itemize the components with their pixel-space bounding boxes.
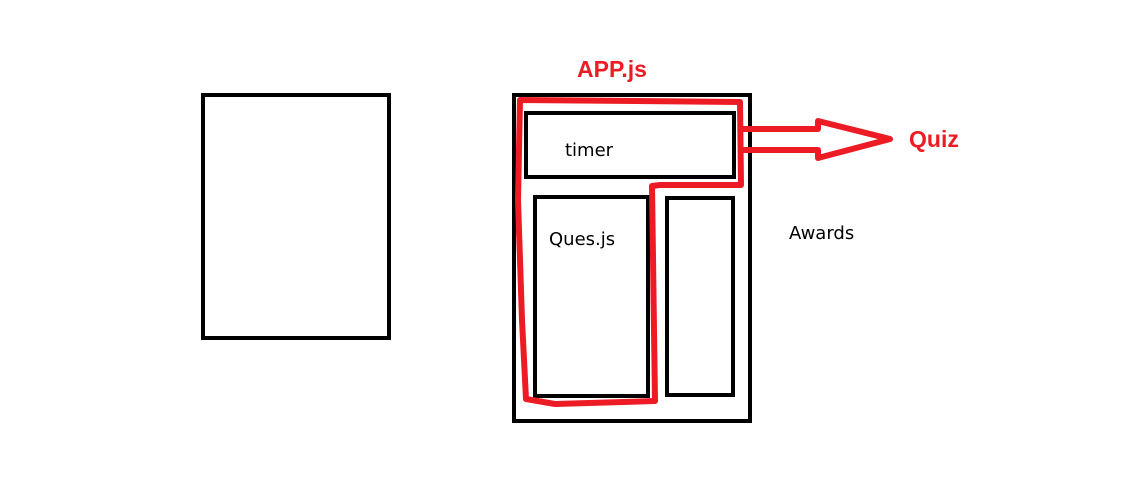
quiz-outline [515, 97, 744, 407]
awards-box [665, 196, 735, 397]
ques-label: Ques.js [549, 229, 615, 250]
timer-box [524, 111, 736, 179]
timer-label: timer [565, 140, 614, 161]
app-label: APP.js [577, 56, 647, 82]
ques-box [533, 195, 650, 398]
left-box [201, 93, 391, 340]
awards-label: Awards [789, 223, 854, 244]
app-frame [512, 93, 752, 423]
quiz-arrow [740, 118, 893, 161]
quiz-label: Quiz [909, 126, 959, 152]
